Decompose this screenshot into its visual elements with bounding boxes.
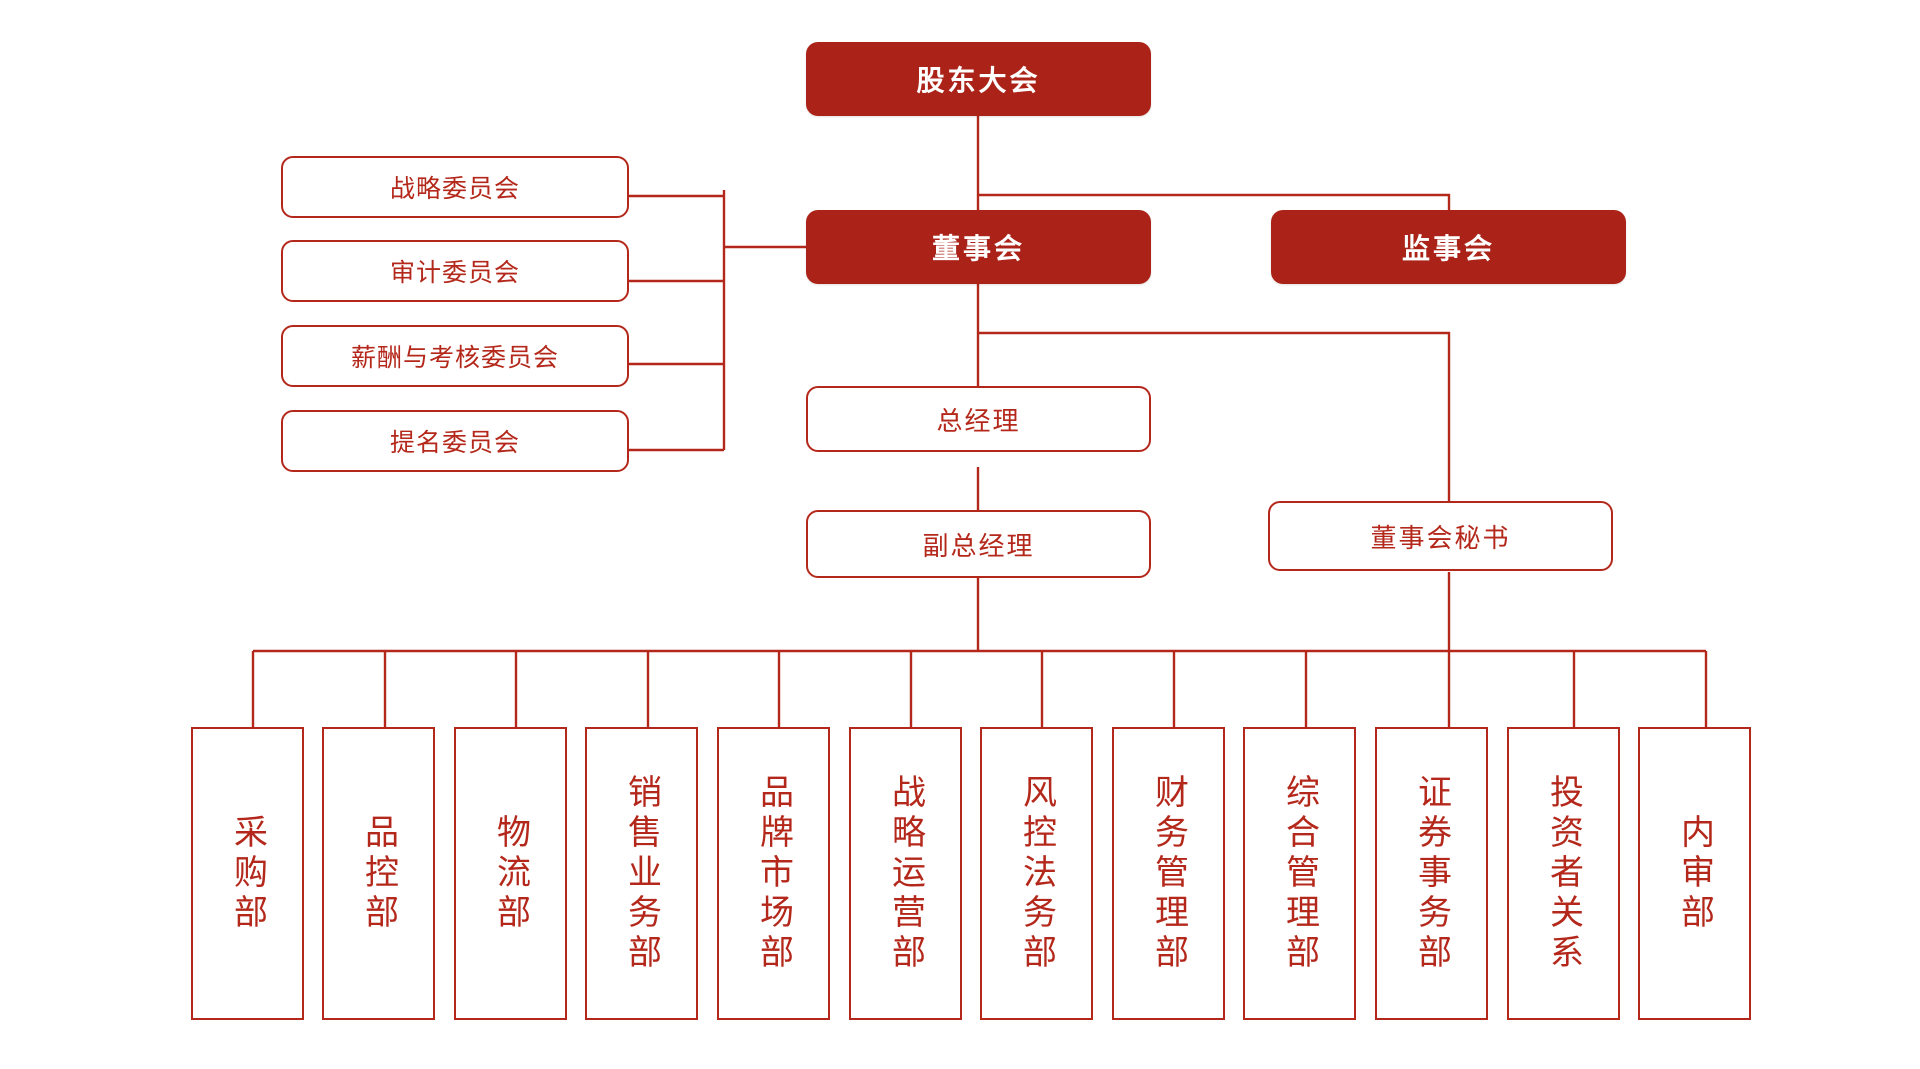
node-department-risk-legal[interactable]: 风控法务部 xyxy=(980,727,1093,1020)
department-label: 物流部 xyxy=(491,813,530,934)
department-label: 风控法务部 xyxy=(1017,773,1056,974)
board-of-supervisors-label: 监事会 xyxy=(1401,233,1495,264)
node-shareholders-meeting[interactable]: 股东大会 xyxy=(806,42,1151,116)
department-label: 品控部 xyxy=(359,813,398,934)
node-department-quality-control[interactable]: 品控部 xyxy=(322,727,435,1020)
department-label: 投资者关系 xyxy=(1544,773,1583,974)
department-label: 采购部 xyxy=(228,813,267,934)
committee-label: 审计委员会 xyxy=(389,259,520,287)
node-board-secretary[interactable]: 董事会秘书 xyxy=(1268,501,1613,571)
node-general-manager[interactable]: 总经理 xyxy=(806,386,1151,452)
shareholders-meeting-label: 股东大会 xyxy=(916,65,1041,96)
node-committee-audit[interactable]: 审计委员会 xyxy=(281,240,629,302)
board-secretary-label: 董事会秘书 xyxy=(1370,522,1511,553)
committee-label: 薪酬与考核委员会 xyxy=(350,344,559,372)
department-label: 战略运营部 xyxy=(886,773,925,974)
node-department-procurement[interactable]: 采购部 xyxy=(191,727,304,1020)
committee-label: 战略委员会 xyxy=(389,175,520,203)
node-department-brand-marketing[interactable]: 品牌市场部 xyxy=(717,727,830,1020)
committee-label: 提名委员会 xyxy=(389,429,520,457)
department-label: 综合管理部 xyxy=(1280,773,1319,974)
department-label: 证券事务部 xyxy=(1412,773,1451,974)
node-department-internal-audit[interactable]: 内审部 xyxy=(1638,727,1751,1020)
node-department-logistics[interactable]: 物流部 xyxy=(454,727,567,1020)
node-committee-strategy[interactable]: 战略委员会 xyxy=(281,156,629,218)
department-label: 销售业务部 xyxy=(622,773,661,974)
node-board-of-directors[interactable]: 董事会 xyxy=(806,210,1151,284)
node-department-sales[interactable]: 销售业务部 xyxy=(585,727,698,1020)
node-deputy-general-manager[interactable]: 副总经理 xyxy=(806,510,1151,578)
node-department-securities-affairs[interactable]: 证券事务部 xyxy=(1375,727,1488,1020)
node-department-investor-relations[interactable]: 投资者关系 xyxy=(1507,727,1620,1020)
general-manager-label: 总经理 xyxy=(936,405,1021,436)
node-committee-remuneration[interactable]: 薪酬与考核委员会 xyxy=(281,325,629,387)
node-department-general-administration[interactable]: 综合管理部 xyxy=(1243,727,1356,1020)
node-department-strategy-operations[interactable]: 战略运营部 xyxy=(849,727,962,1020)
node-board-of-supervisors[interactable]: 监事会 xyxy=(1271,210,1626,284)
department-label: 品牌市场部 xyxy=(754,773,793,974)
node-committee-nomination[interactable]: 提名委员会 xyxy=(281,410,629,472)
department-label: 内审部 xyxy=(1675,813,1714,934)
board-of-directors-label: 董事会 xyxy=(931,233,1025,264)
node-department-finance[interactable]: 财务管理部 xyxy=(1112,727,1225,1020)
deputy-general-manager-label: 副总经理 xyxy=(922,530,1035,561)
department-label: 财务管理部 xyxy=(1149,773,1188,974)
